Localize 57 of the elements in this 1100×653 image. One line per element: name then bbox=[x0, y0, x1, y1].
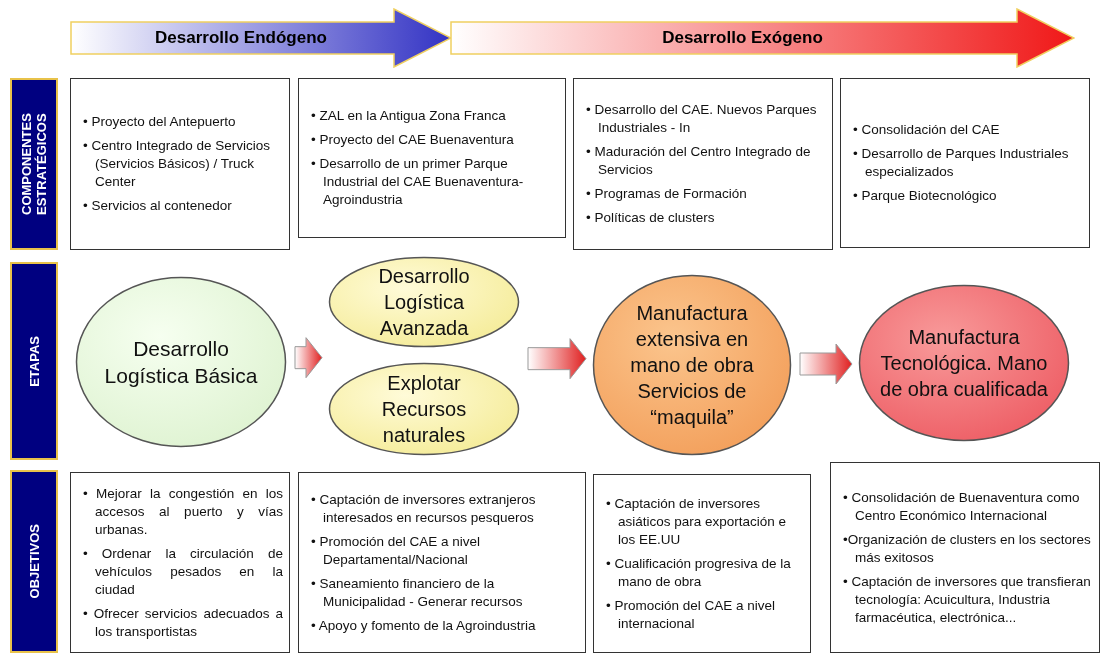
bullet-item: • Ofrecer servicios adecuados a los transportistas bbox=[83, 604, 283, 641]
block-arrow bbox=[294, 337, 323, 379]
bullet-item: • Consolidación del CAE bbox=[853, 121, 1001, 139]
bullet-item: • Servicios al contenedor bbox=[83, 197, 233, 215]
row-header-label: COMPONENTES ESTRATÉGICOS bbox=[19, 112, 49, 217]
stage-ellipse bbox=[592, 274, 792, 456]
bullet-item: • Programas de Formación bbox=[586, 185, 748, 203]
text-panel bbox=[573, 78, 833, 250]
bullet-item: • Saneamiento financiero de la Municipalidad - Generar recursos bbox=[311, 574, 524, 611]
bullet-item: • ZAL en la Antigua Zona Franca bbox=[311, 107, 507, 125]
bullet-item: • Captación de inversores que transfieran tecnología: Acuicultura, Industria farmacéutica, electrónica... bbox=[843, 572, 1092, 627]
phase-banner bbox=[450, 8, 1075, 68]
stage-label: Explotar Recursos naturales bbox=[380, 371, 468, 448]
row-header bbox=[10, 78, 58, 250]
row-header-label: OBJETIVOS bbox=[26, 524, 42, 599]
text-panel bbox=[70, 78, 290, 250]
bullet-item: • Captación de inversores extranjeros interesados en recursos pesqueros bbox=[311, 490, 537, 527]
text-panel bbox=[593, 474, 811, 653]
bullet-item: • Parque Biotecnológico bbox=[853, 187, 998, 205]
bullet-item: • Mejorar la congestión en los accesos al puerto y vías urbanas. bbox=[83, 484, 283, 539]
row-header bbox=[10, 470, 58, 653]
bullet-item: • Políticas de clusters bbox=[586, 209, 716, 227]
bullet-item: • Cualificación progresiva de la mano de obra bbox=[606, 554, 792, 591]
stage-ellipse bbox=[328, 256, 520, 348]
block-arrow bbox=[799, 343, 853, 385]
bullet-item: • Desarrollo de un primer Parque Industrial del CAE Buenaventura-Agroindustria bbox=[311, 155, 525, 209]
text-panel bbox=[70, 472, 290, 653]
stage-label: Manufactura extensiva en mano de obra Servicios de “maquila” bbox=[629, 301, 755, 430]
stage-ellipse bbox=[858, 284, 1070, 442]
text-panel bbox=[298, 78, 566, 238]
bullet-item: • Desarrollo del CAE. Nuevos Parques Industriales - In bbox=[586, 101, 818, 137]
bullet-item: • Proyecto del Antepuerto bbox=[83, 113, 237, 131]
phase-banner bbox=[70, 8, 452, 68]
bullet-item: • Promoción del CAE a nivel Departamental/Nacional bbox=[311, 532, 482, 569]
bullet-item: • Centro Integrado de Servicios (Servicios Básicos) / Truck Center bbox=[83, 137, 272, 191]
text-panel bbox=[298, 472, 586, 653]
bullet-item: • Proyecto del CAE Buenaventura bbox=[311, 131, 515, 149]
stage-ellipse bbox=[75, 276, 287, 448]
stage-label: Desarrollo Logística Avanzada bbox=[377, 264, 471, 341]
bullet-item: • Desarrollo de Parques Industriales especializados bbox=[853, 145, 1070, 181]
row-header-label: ETAPAS bbox=[26, 335, 42, 387]
stage-label: Desarrollo Logística Básica bbox=[103, 335, 259, 389]
text-panel bbox=[840, 78, 1090, 248]
bullet-item: • Consolidación de Buenaventura como Centro Económico Internacional bbox=[843, 488, 1081, 525]
bullet-item: • Captación de inversores asiáticos para exportación e los EE.UU bbox=[606, 494, 788, 549]
banner-label: Desarrollo Endógeno bbox=[155, 27, 328, 50]
bullet-item: • Ordenar la circulación de vehículos pesados en la ciudad bbox=[83, 544, 283, 599]
stage-ellipse bbox=[328, 362, 520, 456]
banner-label: Desarrollo Exógeno bbox=[662, 27, 824, 50]
bullet-item: • Promoción del CAE a nivel internacional bbox=[606, 596, 777, 633]
row-header bbox=[10, 262, 58, 460]
bullet-item: • Maduración del Centro Integrado de Servicios bbox=[586, 143, 812, 179]
block-arrow bbox=[527, 338, 587, 380]
bullet-item: • Apoyo y fomento de la Agroindustria bbox=[311, 616, 537, 635]
text-panel bbox=[830, 462, 1100, 653]
bullet-item: •Organización de clusters en los sectores más exitosos bbox=[843, 530, 1092, 567]
stage-label: Manufactura Tecnológica. Mano de obra cualificada bbox=[879, 325, 1049, 402]
